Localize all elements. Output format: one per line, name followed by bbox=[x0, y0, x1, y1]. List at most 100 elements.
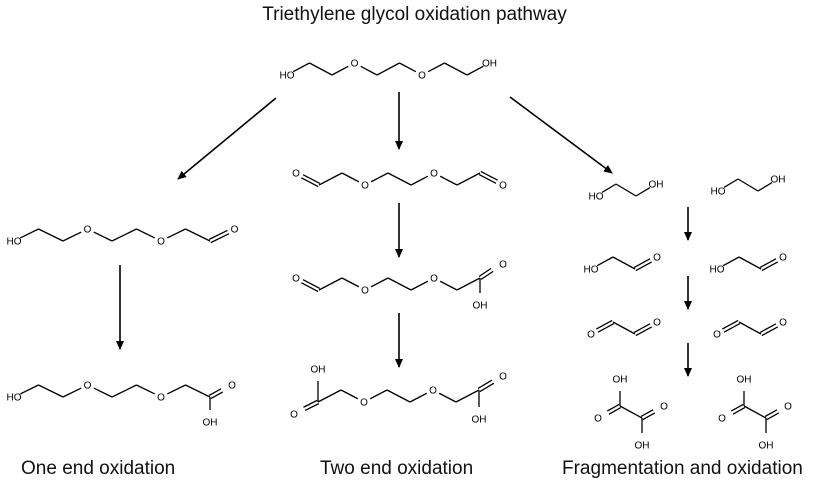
bond bbox=[111, 384, 137, 398]
ether-oxygen-label: O bbox=[84, 381, 92, 392]
bond bbox=[38, 228, 64, 242]
bond bbox=[615, 183, 637, 197]
carbonyl-oxygen-label: O bbox=[779, 318, 787, 329]
bond bbox=[438, 392, 457, 403]
bond bbox=[761, 261, 779, 272]
bond bbox=[210, 391, 224, 400]
bond bbox=[20, 384, 39, 395]
bond bbox=[766, 412, 780, 421]
carbonyl-oxygen-label: O bbox=[587, 330, 595, 341]
molecule-oxalic-acid-right: O OH O OH bbox=[718, 375, 792, 452]
acid-hydroxyl-label: OH bbox=[472, 415, 487, 426]
carbonyl-oxygen-label: O bbox=[713, 330, 721, 341]
carbonyl-oxygen-label: O bbox=[290, 410, 298, 421]
caption-two-end: Two end oxidation bbox=[320, 458, 474, 479]
bond bbox=[340, 389, 359, 400]
bond bbox=[601, 183, 617, 193]
carbonyl-oxygen-label: O bbox=[292, 274, 300, 285]
bond bbox=[318, 277, 343, 291]
hydroxyl-label: OH bbox=[649, 180, 664, 191]
bond bbox=[764, 409, 778, 417]
bond bbox=[93, 387, 113, 398]
carbonyl-oxygen-label: O bbox=[718, 414, 726, 425]
diagram-title: Triethylene glycol oxidation pathway bbox=[262, 4, 567, 25]
bond bbox=[737, 178, 759, 192]
bond bbox=[387, 277, 412, 291]
carbonyl-oxygen-label: O bbox=[779, 253, 787, 264]
acid-hydroxyl-label: OH bbox=[311, 365, 326, 376]
bond bbox=[478, 174, 497, 184]
ether-oxygen-label: O bbox=[430, 169, 438, 180]
bond bbox=[723, 323, 741, 333]
acid-hydroxyl-label: OH bbox=[613, 375, 628, 386]
bond bbox=[136, 384, 155, 395]
bond bbox=[376, 62, 400, 76]
bond bbox=[606, 403, 620, 412]
bond bbox=[759, 258, 777, 268]
bond bbox=[759, 323, 777, 333]
bond bbox=[302, 174, 321, 184]
bond bbox=[466, 65, 484, 76]
bond bbox=[640, 409, 654, 417]
bond bbox=[208, 388, 222, 396]
bond bbox=[399, 62, 417, 73]
hydroxyl-label: HO bbox=[280, 71, 295, 82]
carbonyl-oxygen-label: O bbox=[653, 318, 661, 329]
bond bbox=[721, 319, 739, 330]
carbonyl-oxygen-label: O bbox=[499, 260, 507, 271]
carbonyl-oxygen-label: O bbox=[228, 381, 236, 392]
hydroxyl-label: HO bbox=[589, 192, 604, 203]
acid-hydroxyl-label: OH bbox=[737, 375, 752, 386]
carbonyl-oxygen-label: O bbox=[660, 402, 668, 413]
bond bbox=[456, 277, 481, 291]
hydroxyl-label: HO bbox=[710, 265, 725, 276]
bond bbox=[761, 326, 779, 337]
bond bbox=[410, 175, 429, 186]
bond bbox=[185, 228, 211, 242]
bond bbox=[309, 62, 333, 76]
ether-oxygen-label: O bbox=[418, 71, 426, 82]
bond bbox=[738, 256, 762, 270]
hydroxyl-label: OH bbox=[482, 59, 497, 70]
bond bbox=[444, 62, 468, 76]
ether-oxygen-label: O bbox=[430, 274, 438, 285]
molecule-ethylene-glycol-left: HO OH bbox=[589, 180, 664, 203]
bond bbox=[386, 389, 411, 403]
bond bbox=[292, 62, 310, 73]
hydroxyl-label: HO bbox=[7, 393, 22, 404]
carbonyl-oxygen-label: O bbox=[784, 402, 792, 413]
bond bbox=[167, 384, 186, 395]
acid-hydroxyl-label: OH bbox=[759, 441, 774, 452]
bond bbox=[635, 261, 653, 272]
hydroxyl-label: HO bbox=[584, 265, 599, 276]
bond bbox=[635, 187, 651, 197]
bond bbox=[478, 267, 492, 278]
bond bbox=[387, 172, 412, 186]
bond bbox=[210, 233, 230, 244]
bond bbox=[301, 177, 319, 188]
ether-oxygen-label: O bbox=[84, 225, 92, 236]
ether-oxygen-label: O bbox=[361, 181, 369, 192]
bond bbox=[439, 175, 458, 186]
molecule-glycolaldehyde-left: HOO bbox=[584, 253, 662, 276]
molecule-glyoxal-left: OO bbox=[587, 318, 661, 341]
bond bbox=[480, 270, 494, 281]
ether-oxygen-label: O bbox=[157, 393, 165, 404]
bond bbox=[317, 389, 342, 403]
molecule-glyoxal-right: OO bbox=[713, 318, 787, 341]
bond bbox=[303, 399, 318, 408]
ether-oxygen-label: O bbox=[361, 286, 369, 297]
bond bbox=[62, 387, 82, 398]
acid-hydroxyl-label: OH bbox=[203, 418, 218, 429]
bond bbox=[455, 389, 480, 403]
ether-oxygen-label: O bbox=[360, 398, 368, 409]
bond bbox=[62, 231, 82, 242]
bond bbox=[302, 279, 321, 289]
hydroxyl-label: OH bbox=[771, 175, 786, 186]
